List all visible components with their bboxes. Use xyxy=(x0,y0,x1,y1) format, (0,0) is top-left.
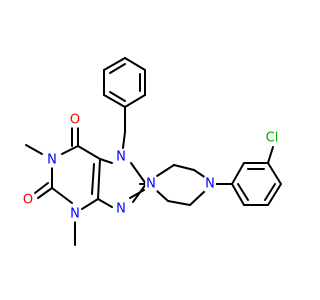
bond xyxy=(97,158,101,200)
atom-label-background xyxy=(264,130,280,146)
bond xyxy=(103,57,126,71)
molecule-canvas: O N N O N N N N Cl xyxy=(21,57,282,246)
bond xyxy=(264,183,276,201)
bond xyxy=(237,183,249,201)
bond xyxy=(103,94,126,108)
bond xyxy=(193,169,207,179)
bond xyxy=(109,91,126,102)
bond xyxy=(51,187,73,204)
atom-Cl: Cl xyxy=(266,131,279,146)
bond xyxy=(129,189,145,199)
bond xyxy=(231,162,245,185)
bond xyxy=(81,198,99,210)
atom-label-background xyxy=(68,112,82,128)
bond xyxy=(37,187,53,199)
bond xyxy=(231,183,245,206)
atom-O2: O xyxy=(23,193,33,208)
atom-label-background xyxy=(115,149,127,165)
bond xyxy=(61,145,79,155)
atom-NP1: N xyxy=(146,177,156,192)
bonds xyxy=(25,57,282,246)
atom-label-background xyxy=(46,152,58,168)
atom-label-background xyxy=(69,206,81,222)
atom-N9: N xyxy=(116,202,126,217)
bond xyxy=(130,162,147,185)
bond xyxy=(267,162,282,185)
atom-N1: N xyxy=(47,153,57,168)
bond xyxy=(156,190,169,202)
bond xyxy=(267,183,282,206)
bond xyxy=(122,131,126,149)
bond xyxy=(167,200,191,206)
bond xyxy=(267,146,274,164)
bond xyxy=(124,94,146,108)
atom-N3: N xyxy=(70,207,80,222)
bond xyxy=(77,145,101,160)
bond xyxy=(109,63,126,74)
atom-labels: O N N O N N N N Cl xyxy=(21,112,280,222)
atom-O6: O xyxy=(70,113,80,128)
bond xyxy=(173,164,195,171)
bond xyxy=(34,182,49,194)
atom-label-background xyxy=(204,176,216,192)
bond xyxy=(124,57,146,71)
bond xyxy=(99,158,113,164)
atom-N7: N xyxy=(116,150,126,165)
atom-NP4: N xyxy=(205,177,215,192)
atom-label-background xyxy=(21,192,35,208)
bond xyxy=(91,163,95,195)
bond xyxy=(189,189,207,206)
atom-label-background xyxy=(115,201,127,217)
structure-diagram: O N N O N N N N Cl xyxy=(21,57,282,246)
atom-label-background xyxy=(145,176,157,192)
bond xyxy=(97,198,113,208)
bond xyxy=(156,164,175,177)
bond xyxy=(25,144,43,155)
